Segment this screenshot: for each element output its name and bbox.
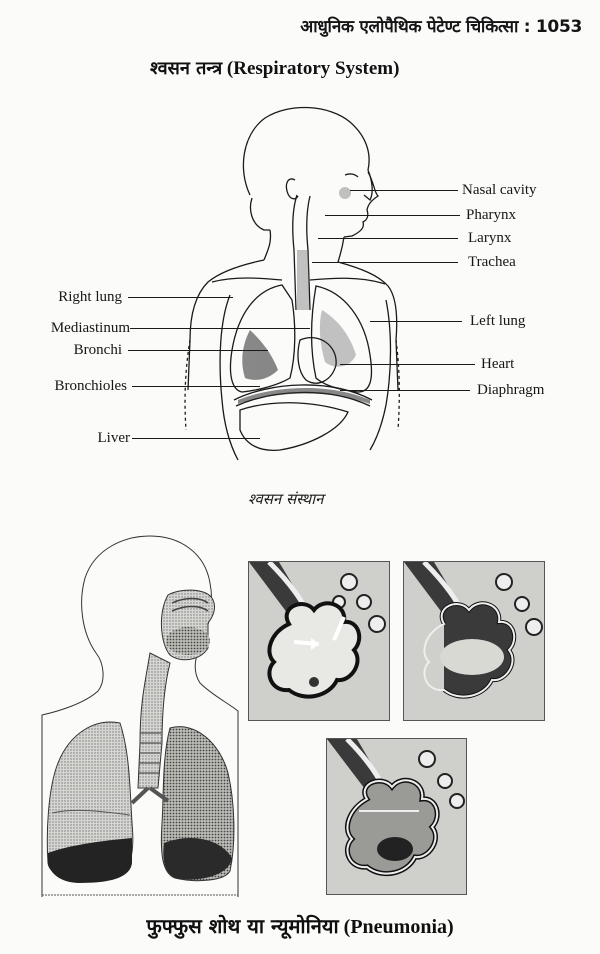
respiratory-system-illustration [184, 106, 400, 461]
leader-pharynx [325, 215, 460, 217]
alveoli-stage-2-illustration [404, 562, 543, 699]
lungs-overview-panel [40, 533, 240, 897]
leader-bronchioles [132, 386, 260, 388]
label-left-lung: Left lung [470, 313, 526, 329]
label-pharynx: Pharynx [466, 207, 516, 223]
leader-larynx [318, 238, 458, 240]
label-bronchi: Bronchi [73, 342, 122, 358]
leader-left-lung [370, 321, 462, 323]
figure-1-title: श्वसन तन्त्र (Respiratory System) [150, 56, 460, 80]
leader-mediastinum [130, 328, 310, 330]
label-trachea: Trachea [468, 254, 516, 270]
alveoli-stage-3-illustration [327, 739, 465, 877]
leader-nasal-cavity [350, 190, 458, 192]
label-mediastinum: Mediastinum [50, 320, 130, 336]
label-nasal-cavity: Nasal cavity [462, 182, 537, 198]
figure-2-caption-hindi: फुफ्फुस शोथ या न्यूमोनिया [146, 914, 339, 938]
label-diaphragm: Diaphragm [477, 382, 545, 398]
label-bronchioles: Bronchioles [54, 378, 128, 394]
leader-trachea [312, 262, 458, 264]
label-right-lung: Right lung [58, 289, 122, 305]
figure-1-title-english: (Respiratory System) [226, 58, 400, 79]
alveoli-stage-2-panel [403, 561, 545, 721]
leader-liver [132, 438, 260, 440]
leader-heart [340, 364, 475, 366]
figure-1-title-hindi: श्वसन तन्त्र [150, 58, 223, 79]
respiratory-system-diagram [160, 100, 400, 480]
alveoli-stage-3-panel [326, 738, 467, 895]
label-liver: Liver [97, 430, 130, 446]
figure-2-caption-english: (Pneumonia) [343, 916, 454, 938]
figure-2-caption: फुफ्फुस शोथ या न्यूमोनिया (Pneumonia) [0, 912, 600, 939]
running-head: आधुनिक एलोपैथिक पेटेण्ट चिकित्सा : 1053 [300, 17, 582, 37]
lungs-overview-illustration [41, 535, 239, 897]
label-larynx: Larynx [468, 230, 512, 246]
leader-bronchi [128, 350, 268, 352]
leader-diaphragm [340, 390, 470, 392]
leader-right-lung [128, 297, 233, 299]
label-heart: Heart [481, 356, 515, 372]
figure-1-caption: श्वसन संस्थान [248, 490, 324, 508]
alveoli-stage-1-panel [248, 561, 390, 721]
alveoli-stage-1-illustration [249, 562, 386, 699]
